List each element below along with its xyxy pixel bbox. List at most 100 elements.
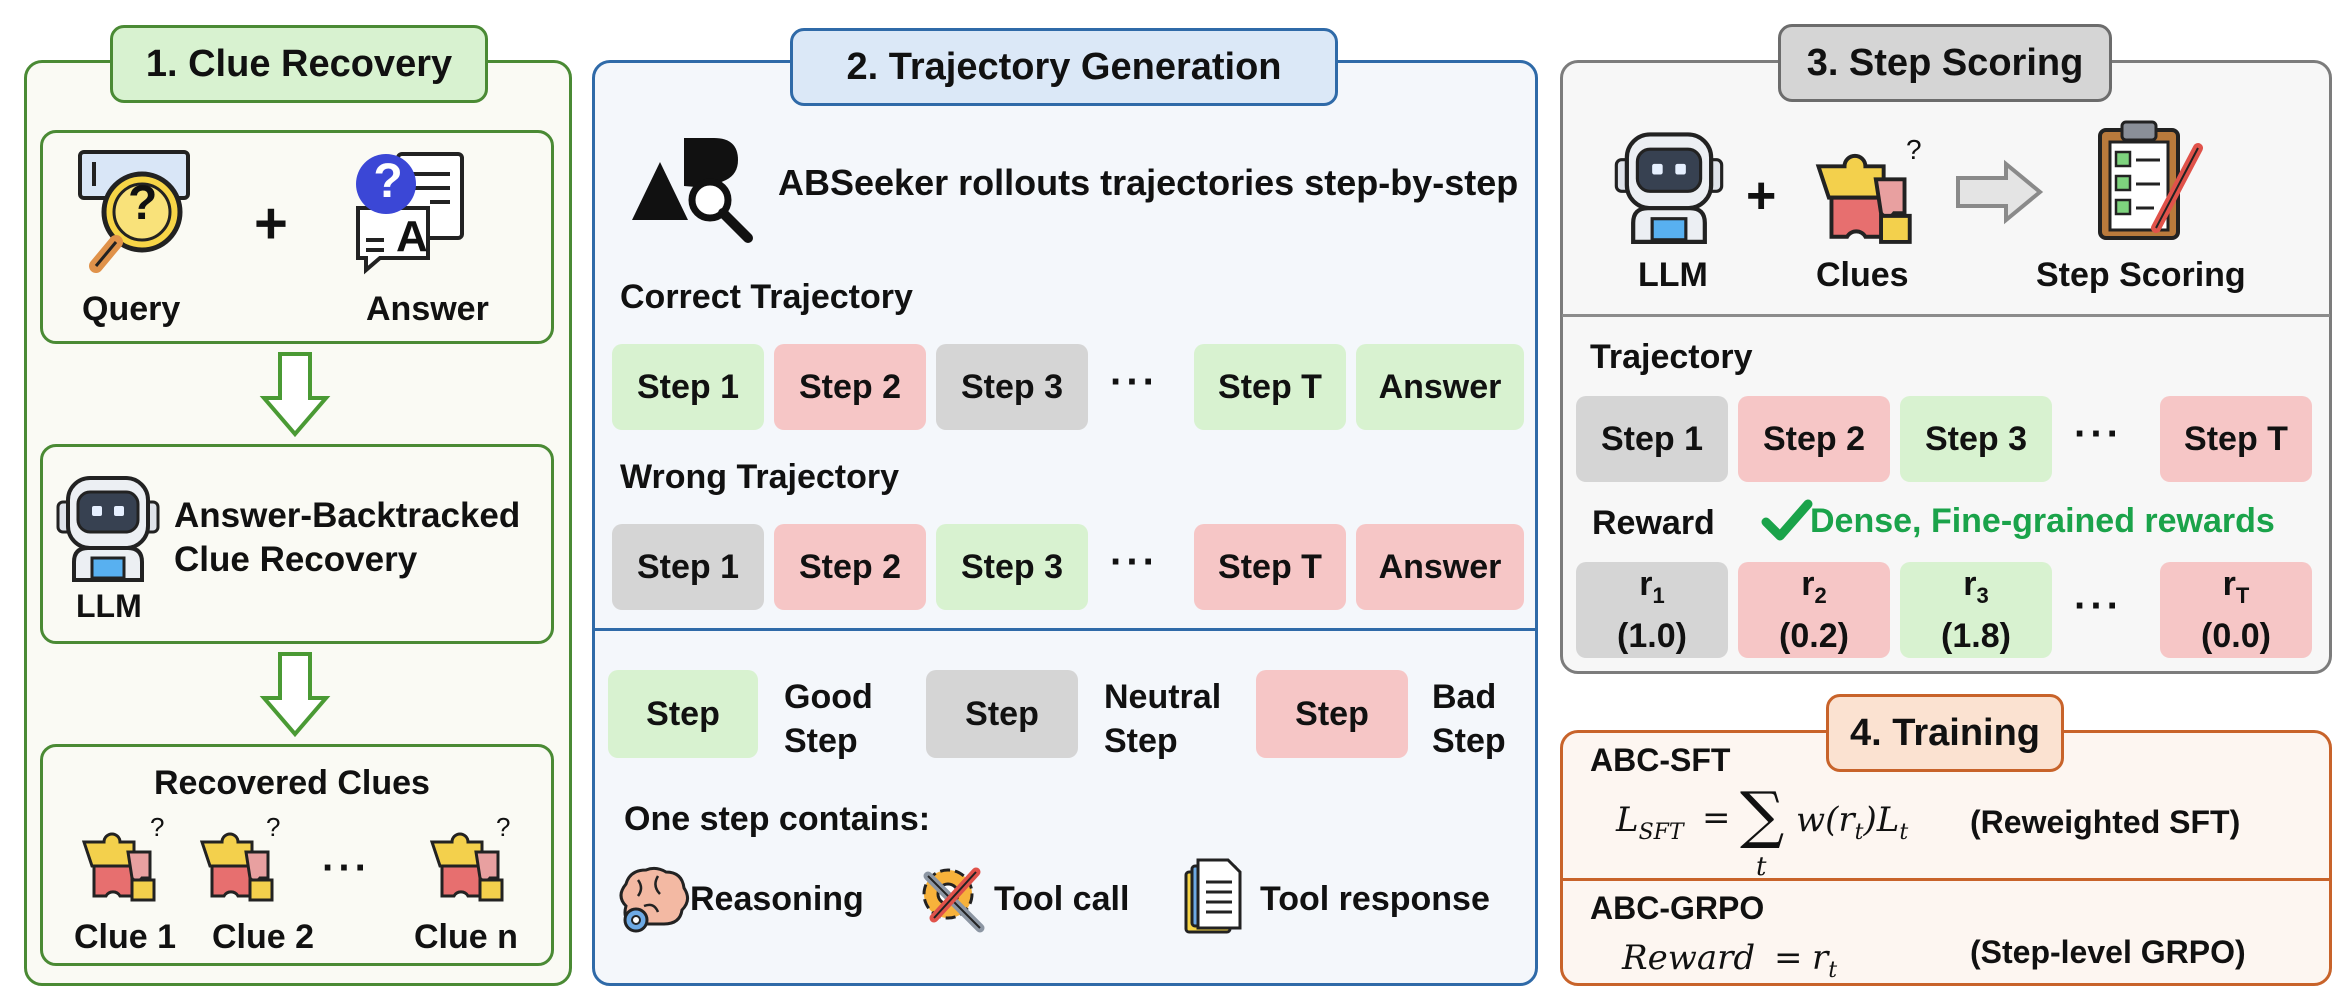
sft-note: (Reweighted SFT)	[1970, 804, 2241, 840]
contains-reasoning: Reasoning	[690, 880, 864, 918]
reward-symbol: r	[1801, 565, 1815, 604]
trajectory-step: Step 1	[612, 344, 764, 430]
trajectory-generation-title: 2. Trajectory Generation	[790, 28, 1338, 106]
correct-trajectory-title: Correct Trajectory	[620, 278, 913, 316]
puzzle-icon	[429, 832, 504, 902]
answer-step: Answer	[1356, 344, 1524, 430]
reward-subscript: 2	[1814, 582, 1827, 608]
panel-divider	[594, 628, 1536, 631]
reward-ellipsis: ···	[2074, 584, 2123, 628]
reward-value: (1.0)	[1617, 616, 1687, 655]
down-arrow-icon	[259, 652, 331, 738]
llm-label: LLM	[76, 588, 142, 624]
legend-bad-line2: Step	[1432, 722, 1506, 760]
abseeker-logo-icon	[632, 138, 753, 243]
reward-cell: rT (0.0)	[2160, 562, 2312, 658]
llm-title-line1: Answer-Backtracked	[174, 496, 521, 535]
down-arrow-icon	[259, 352, 331, 438]
puzzle-icon	[81, 832, 156, 902]
right-arrow-icon	[1956, 159, 2044, 225]
clue-recovery-title: 1. Clue Recovery	[110, 25, 488, 103]
step-ellipsis: ···	[1110, 360, 1159, 404]
puzzle-question-glyph: ?	[150, 812, 165, 842]
reward-symbol: r	[1639, 565, 1653, 604]
panel-divider	[1562, 314, 2330, 317]
clue-dots: ···	[322, 846, 371, 890]
legend-good-line1: Good	[784, 678, 873, 716]
scored-step: Step T	[2160, 396, 2312, 482]
legend-good-line2: Step	[784, 722, 858, 760]
trajectory-step: Step 2	[774, 344, 926, 430]
brain-gear-icon	[619, 866, 689, 933]
scoring-plus-sign: +	[1746, 167, 1777, 225]
robot-icon	[1614, 132, 1724, 244]
reward-subscript: T	[2235, 582, 2250, 608]
clipboard-checklist-icon	[2098, 120, 2203, 240]
abc-grpo-title: ABC-GRPO	[1590, 890, 1765, 926]
one-step-contains-title: One step contains:	[624, 800, 931, 838]
puzzle-question-glyph: ?	[266, 812, 281, 842]
reward-subscript: 1	[1652, 582, 1665, 608]
trajectory-step: Step 2	[774, 524, 926, 610]
step-scoring-title: 3. Step Scoring	[1778, 24, 2112, 102]
reward-value: (0.0)	[2201, 616, 2271, 655]
document-stack-icon	[1184, 858, 1242, 934]
clue-label: Clue n	[414, 918, 518, 956]
scoring-llm-label: LLM	[1638, 256, 1708, 294]
scored-step: Step 3	[1900, 396, 2052, 482]
reward-subscript: 3	[1976, 582, 1989, 608]
step-ellipsis: ···	[1110, 540, 1159, 584]
puzzle-icon	[1815, 153, 1912, 244]
answer-question-glyph: ?	[373, 155, 403, 208]
puzzle-question-glyph: ?	[496, 812, 511, 842]
trajectory-generation-panel	[592, 60, 1538, 986]
contains-tool-call: Tool call	[994, 880, 1130, 918]
abseeker-header-text: ABSeeker rollouts trajectories step-by-s…	[778, 162, 1519, 203]
legend-bad-line1: Bad	[1432, 678, 1497, 716]
query-label: Query	[82, 290, 181, 328]
legend-neutral-swatch: Step	[926, 670, 1078, 758]
clue-label: Clue 1	[74, 918, 177, 956]
query-glyph: ?	[128, 177, 158, 230]
legend-neutral-line2: Step	[1104, 722, 1178, 760]
answer-document-icon	[356, 152, 464, 275]
scored-step: Step 2	[1738, 396, 1890, 482]
robot-icon	[56, 476, 160, 582]
trajectory-step: Step T	[1194, 344, 1346, 430]
scoring-trajectory-title: Trajectory	[1590, 338, 1753, 376]
reward-cell: r1 (1.0)	[1576, 562, 1728, 658]
checkmark-icon	[1761, 499, 1813, 541]
query-magnifier-icon	[78, 150, 190, 273]
grpo-note: (Step-level GRPO)	[1970, 934, 2246, 970]
trajectory-step: Step 3	[936, 344, 1088, 430]
reward-symbol: r	[2222, 565, 2236, 604]
trajectory-step: Step 3	[936, 524, 1088, 610]
plus-sign: +	[254, 191, 288, 256]
reward-value: (0.2)	[1779, 616, 1849, 655]
reward-value: (1.8)	[1941, 616, 2011, 655]
abc-sft-title: ABC-SFT	[1590, 742, 1731, 778]
wrench-screwdriver-gear-icon	[922, 867, 985, 933]
step-scoring-label: Step Scoring	[2036, 256, 2246, 294]
clue-label: Clue 2	[212, 918, 315, 956]
dense-rewards-text: Dense, Fine-grained rewards	[1810, 502, 2275, 540]
puzzle-question-glyph: ?	[1906, 134, 1922, 165]
scoring-clues-label: Clues	[1816, 256, 1909, 294]
trajectory-step: Step T	[1194, 524, 1346, 610]
puzzle-icon	[199, 832, 274, 902]
legend-neutral-line1: Neutral	[1104, 678, 1222, 716]
contains-tool-response: Tool response	[1260, 880, 1490, 918]
answer-doc-letter: A	[396, 212, 428, 261]
scored-step: Step 1	[1576, 396, 1728, 482]
recovered-clues-title: Recovered Clues	[154, 764, 430, 802]
llm-title-line2: Clue Recovery	[174, 540, 418, 579]
panel-divider	[1562, 878, 2330, 881]
training-title: 4. Training	[1826, 694, 2064, 772]
reward-cell: r2 (0.2)	[1738, 562, 1890, 658]
step-ellipsis: ···	[2074, 412, 2123, 456]
wrong-trajectory-title: Wrong Trajectory	[620, 458, 899, 496]
answer-step: Answer	[1356, 524, 1524, 610]
legend-good-swatch: Step	[608, 670, 758, 758]
answer-label: Answer	[366, 290, 489, 328]
legend-bad-swatch: Step	[1256, 670, 1408, 758]
